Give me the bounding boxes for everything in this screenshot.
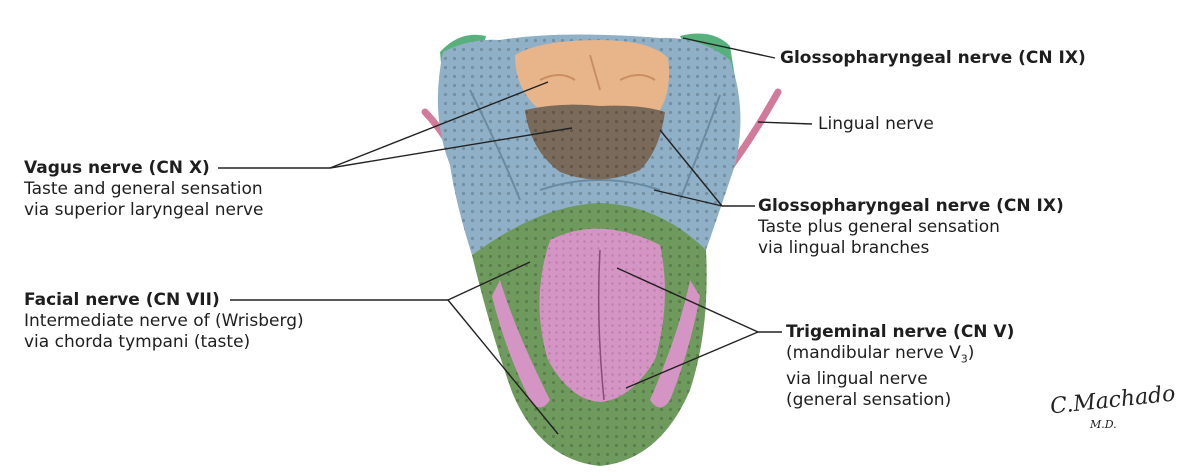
- leader-facial-a: [447, 261, 531, 301]
- trigeminal-strip-right: [650, 280, 700, 408]
- leader-trigeminal-b: [625, 331, 759, 389]
- label-glossopharyngeal-mid-title: Glossopharyngeal nerve (CN IX): [758, 196, 1064, 216]
- label-lingual: Lingual nerve: [818, 114, 934, 135]
- leader-glossopharyngeal-mid-a: [659, 129, 723, 207]
- label-trigeminal-line-1-main: (mandibular nerve V: [786, 343, 961, 363]
- label-vagus-title: Vagus nerve (CN X): [24, 158, 210, 178]
- label-vagus-line-1: Taste and general sensation: [24, 179, 263, 199]
- leader-vagus-a: [329, 81, 549, 169]
- label-facial-line-2: via chorda tympani (taste): [24, 332, 251, 352]
- label-trigeminal-line-1-sub: 3: [960, 352, 968, 366]
- leader-lingual: [757, 121, 813, 125]
- trigeminal-strip-left: [492, 280, 550, 408]
- label-glossopharyngeal-mid: Glossopharyngeal nerve (CN IX) Taste plu…: [758, 196, 1064, 259]
- pharynx-region: [515, 40, 669, 115]
- label-trigeminal-line-3: (general sensation): [786, 390, 952, 411]
- label-trigeminal-line-1-end: ): [967, 343, 975, 363]
- label-trigeminal-title: Trigeminal nerve (CN V): [786, 322, 1015, 342]
- artist-signature-suffix: M.D.: [1090, 418, 1117, 431]
- label-glossopharyngeal-top: Glossopharyngeal nerve (CN IX): [780, 48, 1086, 69]
- leader-vagus-b: [329, 127, 573, 169]
- label-facial-line-1: Intermediate nerve of (Wrisberg): [24, 311, 304, 331]
- label-glossopharyngeal-mid-line-1: Taste plus general sensation: [758, 217, 1000, 237]
- label-facial: Facial nerve (CN VII) Intermediate nerve…: [24, 290, 304, 353]
- leader-trigeminal-a: [616, 267, 759, 333]
- leader-facial-b: [447, 299, 559, 435]
- label-trigeminal: Trigeminal nerve (CN V) (mandibular nerv…: [786, 322, 1014, 411]
- label-glossopharyngeal-top-title: Glossopharyngeal nerve (CN IX): [780, 48, 1086, 68]
- label-facial-title: Facial nerve (CN VII): [24, 290, 220, 310]
- label-trigeminal-line-2: via lingual nerve: [786, 369, 928, 390]
- label-lingual-title: Lingual nerve: [818, 114, 934, 134]
- label-trigeminal-line-1: (mandibular nerve V3): [786, 343, 1014, 369]
- label-glossopharyngeal-mid-line-2: via lingual branches: [758, 238, 930, 258]
- leader-lines: [218, 37, 813, 435]
- leader-glossopharyngeal-mid-b: [653, 189, 723, 207]
- leader-glossopharyngeal-top: [682, 37, 776, 59]
- label-vagus: Vagus nerve (CN X) Taste and general sen…: [24, 158, 264, 221]
- label-vagus-line-2: via superior laryngeal nerve: [24, 200, 264, 220]
